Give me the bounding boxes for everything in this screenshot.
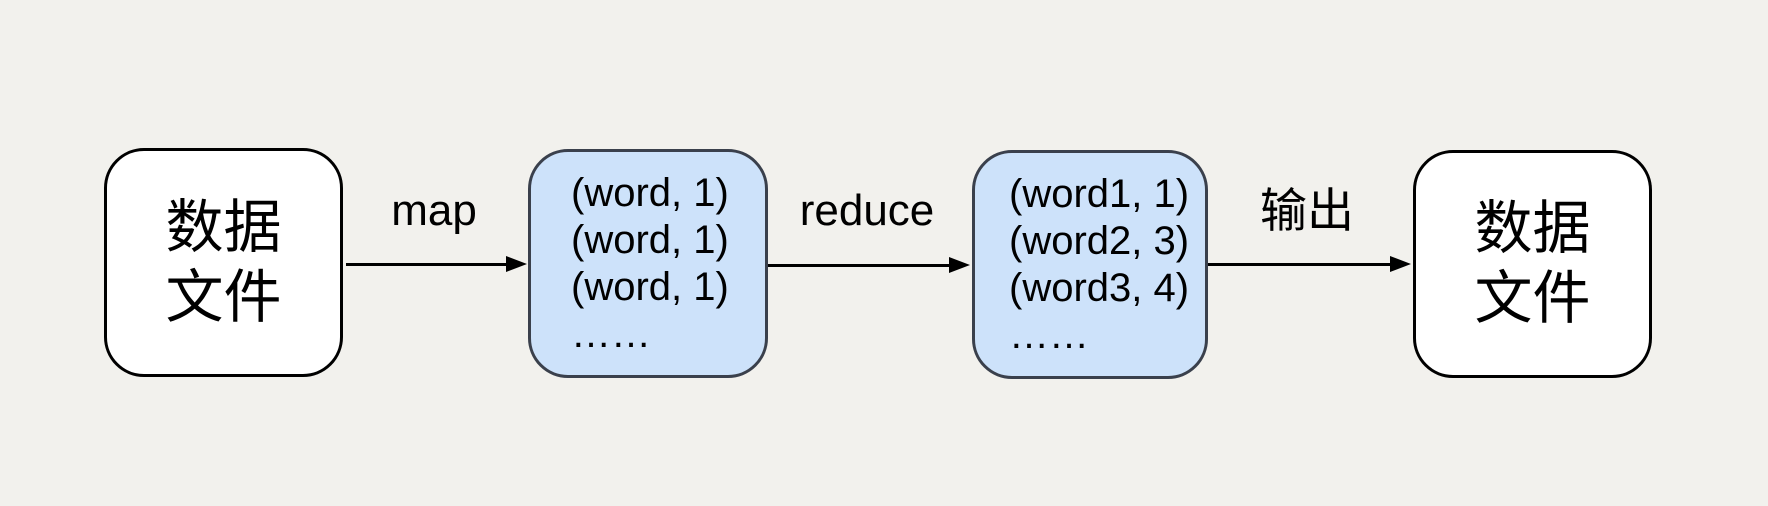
ellipsis-line: …… <box>1009 312 1089 357</box>
arrow-reduce-head-icon <box>949 257 970 273</box>
arrow-map-head-icon <box>506 256 527 272</box>
kv-pair-line: (word2, 3) <box>1009 218 1190 263</box>
node-label-line: 数据 <box>1474 196 1591 261</box>
edge-label-reduce: reduce <box>799 186 935 235</box>
edge-label-map: map <box>391 186 477 235</box>
node-output-data-file: 数据 文件 <box>1413 150 1652 378</box>
node-reduce-output: (word1, 1) (word2, 3) (word3, 4) …… <box>972 150 1208 379</box>
arrow-reduce-line <box>768 264 952 267</box>
node-label-line: 文件 <box>165 264 282 330</box>
kv-pair-line: (word1, 1) <box>1009 171 1190 216</box>
arrow-output-line <box>1208 263 1393 266</box>
kv-pair-line: (word, 1) <box>571 264 729 309</box>
kv-pair-line: (word, 1) <box>571 170 729 215</box>
arrow-output-head-icon <box>1390 256 1411 272</box>
node-label-line: 数据 <box>165 194 282 260</box>
kv-pair-line: (word, 1) <box>571 217 729 262</box>
node-map-output: (word, 1) (word, 1) (word, 1) …… <box>528 149 768 378</box>
ellipsis-line: …… <box>571 311 651 356</box>
node-label-line: 文件 <box>1474 266 1591 331</box>
arrow-map-line <box>346 263 509 266</box>
edge-label-output: 输出 <box>1260 184 1354 237</box>
node-input-data-file: 数据 文件 <box>104 148 343 377</box>
kv-pair-line: (word3, 4) <box>1009 265 1190 310</box>
